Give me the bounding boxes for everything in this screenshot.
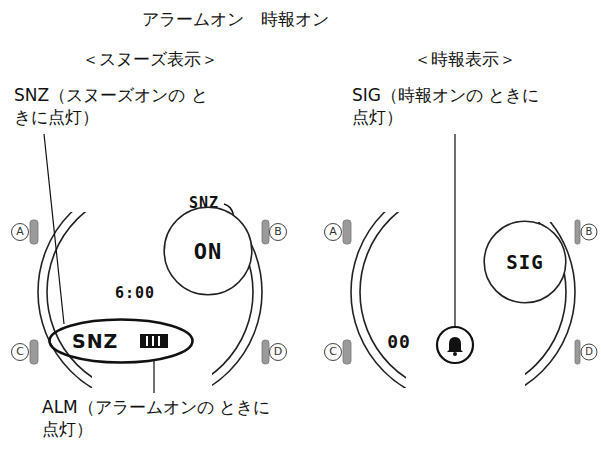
indicator-note: SIG（時報オンの ときに点灯）: [352, 84, 552, 128]
display-text: SIG: [506, 251, 543, 273]
alarm-icon: [140, 334, 168, 348]
button-letter: D: [270, 344, 286, 360]
view-heading: ＜スヌーズ表示＞: [40, 48, 260, 70]
button-letter: A: [12, 224, 28, 240]
button-letter: C: [325, 344, 341, 360]
button-letter: B: [270, 224, 286, 240]
watch-case: [351, 180, 575, 404]
button-letter: B: [581, 224, 597, 240]
button-letter: D: [581, 344, 597, 360]
sub-dial: SIG: [483, 220, 567, 304]
signal-indicator: [437, 327, 473, 363]
watch-button: [30, 220, 580, 364]
diagram-title: アラームオン 時報オン: [110, 8, 360, 30]
leader-line: [44, 134, 455, 393]
button-letter: A: [325, 224, 341, 240]
sub-dial: ON: [163, 206, 253, 296]
view-heading: ＜時報表示＞: [365, 48, 565, 70]
display-text: 6:00: [98, 284, 172, 304]
indicator-note: SNZ（スヌーズオンの ときに点灯）: [14, 84, 219, 128]
indicator-text: SNZ: [72, 330, 118, 352]
indicator-note: ALM（アラームオンの ときに点灯）: [42, 396, 272, 440]
button-letter: C: [12, 344, 28, 360]
display-text: ON: [194, 239, 223, 264]
indicator-oval: SNZ: [48, 318, 194, 364]
display-text: 00: [376, 330, 422, 353]
ellipse-outline: [48, 318, 194, 364]
watch-case: [38, 180, 262, 404]
